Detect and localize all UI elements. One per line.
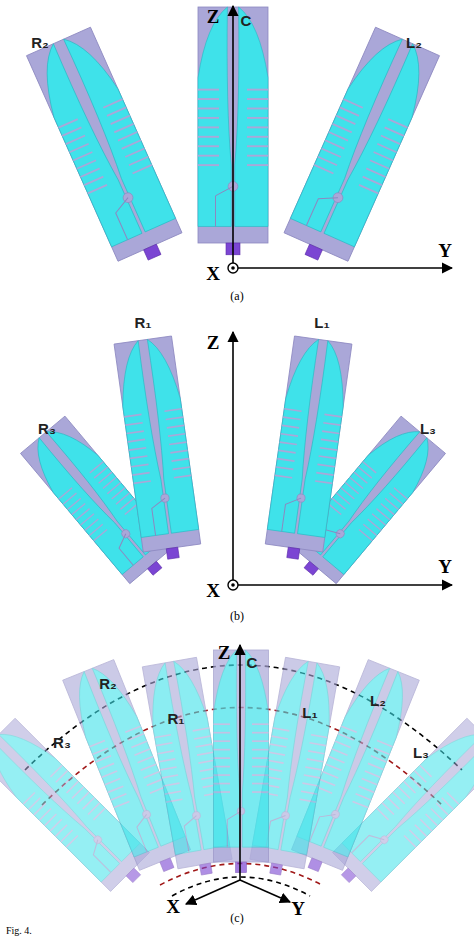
axis-label: X xyxy=(166,897,180,916)
vivaldi-element xyxy=(279,27,439,271)
axis-out-of-page xyxy=(228,580,238,590)
vivaldi-element xyxy=(264,336,352,562)
coordinate-axis xyxy=(240,880,290,902)
coordinate-axis xyxy=(233,267,452,269)
panel-label: (a) xyxy=(230,290,243,302)
coordinate-axis xyxy=(232,332,234,585)
axis-dot xyxy=(231,266,235,270)
element-label: L₁ xyxy=(302,705,317,720)
coordinate-axis xyxy=(233,584,452,586)
figure-caption: Fig. 4. xyxy=(6,926,32,936)
panel-label: (c) xyxy=(230,912,243,924)
axis-label: Z xyxy=(207,333,220,352)
vivaldi-element xyxy=(27,27,187,271)
coordinate-axis xyxy=(232,6,234,268)
element-label: L₃ xyxy=(413,745,429,760)
panel-c xyxy=(0,650,474,898)
element-label: C xyxy=(241,13,252,28)
axis-label: X xyxy=(206,264,220,283)
coordinate-axis xyxy=(239,645,241,880)
axis-dot xyxy=(231,583,235,587)
axis-label: Z xyxy=(218,643,231,662)
element-label: L₁ xyxy=(314,315,329,330)
element-label: R₁ xyxy=(167,711,184,726)
coordinate-axis xyxy=(186,880,240,904)
axis-out-of-page xyxy=(228,263,238,273)
axis-label: Y xyxy=(291,899,305,918)
vivaldi-element xyxy=(114,336,202,562)
element-label: L₃ xyxy=(420,421,436,436)
panel-label: (b) xyxy=(230,610,244,622)
axis-label: Y xyxy=(438,557,452,576)
element-label: L₂ xyxy=(406,35,422,50)
element-label: R₂ xyxy=(31,35,49,50)
vivaldi-element xyxy=(214,650,269,873)
axis-label: Z xyxy=(207,7,220,26)
axis-label: X xyxy=(206,581,220,600)
element-label: C xyxy=(247,655,258,670)
element-label: R₁ xyxy=(134,315,151,330)
axis-label: Y xyxy=(438,241,452,260)
element-label: R₃ xyxy=(38,421,56,436)
panel-a xyxy=(27,7,440,272)
element-label: R₂ xyxy=(99,676,117,691)
element-label: R₃ xyxy=(53,735,71,750)
element-label: L₂ xyxy=(370,693,386,708)
